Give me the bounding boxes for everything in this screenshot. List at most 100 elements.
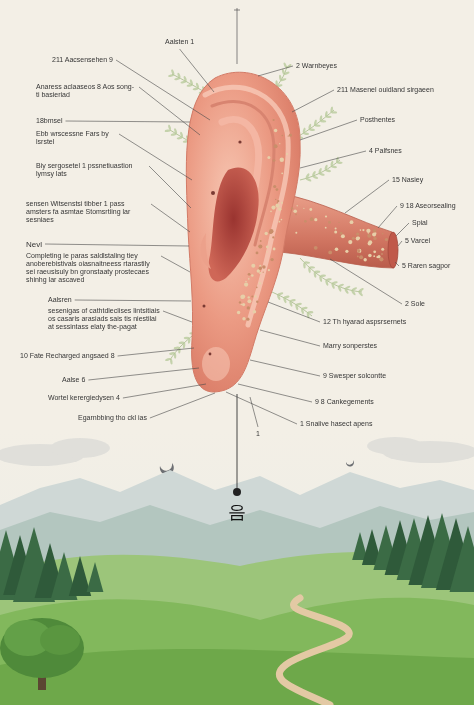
speckle bbox=[373, 237, 376, 240]
callout-label: 9 Swesper solcontte bbox=[323, 372, 386, 380]
callout-label: 5 Raren sagpor bbox=[402, 262, 450, 270]
leaf bbox=[337, 161, 343, 164]
speckle bbox=[270, 211, 272, 213]
speckle bbox=[334, 231, 337, 234]
leaf bbox=[283, 297, 287, 303]
leader-line bbox=[88, 368, 199, 380]
trees bbox=[0, 513, 474, 602]
speckle bbox=[248, 273, 251, 276]
speckle bbox=[282, 135, 284, 137]
speckle bbox=[245, 281, 247, 283]
speckle bbox=[278, 208, 281, 211]
speckle bbox=[272, 160, 274, 162]
speckle bbox=[373, 229, 377, 233]
speckle bbox=[359, 255, 363, 259]
leaf bbox=[295, 304, 299, 310]
speckle bbox=[237, 311, 240, 314]
canal-opening bbox=[388, 232, 398, 268]
speckle bbox=[360, 229, 362, 231]
speckle bbox=[258, 244, 262, 248]
leaf bbox=[303, 132, 309, 135]
leaf bbox=[337, 286, 342, 292]
glyph-label: 음 bbox=[228, 501, 246, 522]
speckle bbox=[328, 251, 332, 255]
speckle bbox=[366, 229, 370, 233]
speckle bbox=[254, 295, 256, 297]
leader-line bbox=[260, 330, 320, 346]
axis-dot bbox=[233, 488, 241, 496]
speckle bbox=[242, 317, 245, 320]
leader-line bbox=[292, 90, 334, 112]
speckle bbox=[376, 256, 378, 258]
speckle bbox=[303, 208, 304, 209]
callout-label: 1 bbox=[256, 430, 260, 438]
callout-label: Nevl bbox=[26, 240, 42, 249]
callout-label: 12 Th hyarad aspsrsernets bbox=[323, 318, 406, 326]
speckle bbox=[357, 249, 361, 253]
leader-line bbox=[268, 302, 320, 322]
conifer-tree bbox=[450, 526, 474, 592]
leader-line bbox=[66, 121, 191, 122]
leader-line bbox=[345, 180, 389, 213]
speckle bbox=[273, 185, 276, 188]
callout-label: Aalse 6 bbox=[62, 376, 85, 384]
speckle bbox=[277, 200, 279, 202]
speckle bbox=[275, 204, 279, 208]
leader-line bbox=[226, 392, 297, 424]
leader-line bbox=[396, 223, 409, 236]
callout-label: 2 Warnbeyes bbox=[296, 62, 337, 70]
speckle bbox=[335, 248, 339, 252]
speckle bbox=[265, 232, 268, 235]
callout-label: 5 Varcel bbox=[405, 237, 430, 245]
speckle bbox=[314, 246, 318, 250]
speckle bbox=[364, 258, 367, 261]
tragus bbox=[200, 233, 211, 269]
speckle bbox=[242, 303, 245, 306]
leaf bbox=[312, 175, 318, 179]
speckle bbox=[286, 153, 288, 155]
leader-line bbox=[330, 259, 402, 304]
speckle bbox=[348, 240, 352, 244]
leaf bbox=[344, 288, 349, 294]
leaf bbox=[276, 294, 281, 300]
speckle bbox=[263, 272, 264, 273]
leaf bbox=[303, 262, 306, 268]
leaf bbox=[178, 341, 184, 344]
speckle bbox=[256, 301, 258, 303]
leaf bbox=[168, 124, 172, 130]
leaf bbox=[173, 346, 179, 349]
axis-tick bbox=[234, 10, 240, 11]
callout-label: 211 Masenel ouidland sirgaeen bbox=[337, 86, 434, 94]
leader-line bbox=[151, 204, 190, 232]
moon bbox=[346, 460, 354, 467]
callout-label: Ebb wrscessne Fars by lsrstel bbox=[36, 130, 116, 146]
callout-label: sesenigas of cathtdleclises lintsitiais … bbox=[48, 307, 160, 331]
callout-label: Aalsten 1 bbox=[165, 38, 194, 46]
speckle bbox=[256, 287, 258, 289]
speckle bbox=[385, 238, 388, 241]
leaf bbox=[177, 72, 181, 78]
speckle bbox=[381, 253, 383, 255]
speckle bbox=[373, 250, 376, 253]
leader-line bbox=[139, 87, 200, 135]
leaf bbox=[305, 177, 311, 182]
leader-line bbox=[118, 348, 194, 356]
speckle bbox=[356, 232, 359, 235]
speckle bbox=[340, 232, 343, 235]
leaf bbox=[308, 267, 311, 273]
speckle bbox=[358, 251, 360, 253]
speckle bbox=[251, 264, 255, 268]
leader-line bbox=[300, 120, 357, 140]
speckle bbox=[273, 248, 276, 251]
axis-line bbox=[237, 8, 238, 64]
leaf bbox=[315, 124, 321, 127]
speckle bbox=[357, 249, 360, 252]
leaf bbox=[313, 272, 317, 278]
ear-marks bbox=[203, 140, 242, 355]
leaf bbox=[331, 165, 337, 168]
concha bbox=[208, 167, 258, 281]
speckle bbox=[257, 269, 260, 272]
speckle bbox=[310, 217, 314, 221]
callout-label: Anaress aclaaseos 8 Aos song-ti basieria… bbox=[36, 83, 136, 99]
speckle bbox=[247, 299, 251, 303]
